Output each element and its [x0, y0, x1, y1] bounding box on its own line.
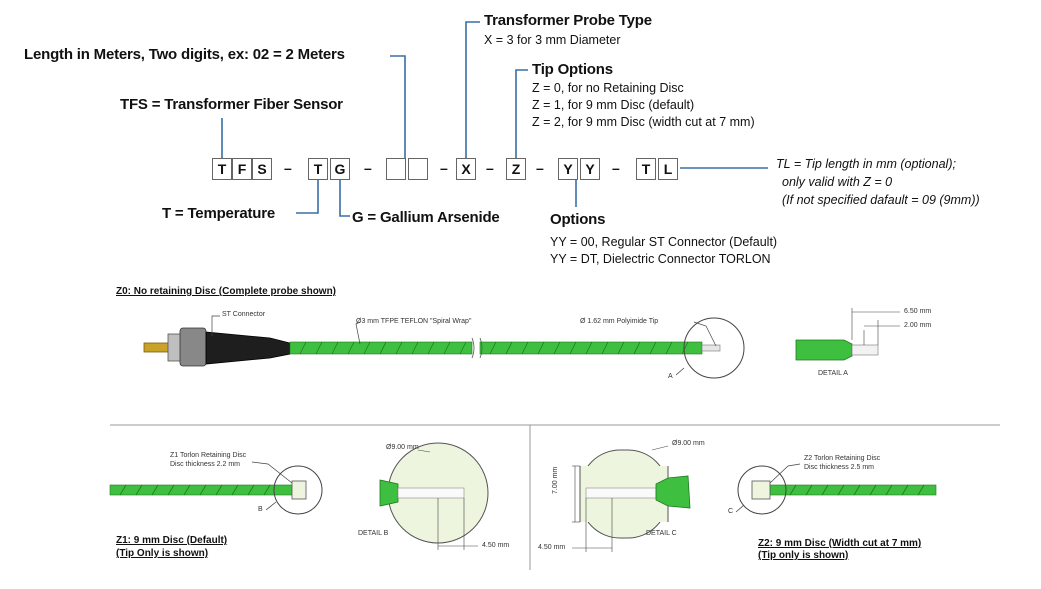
detail-b-label: DETAIL B [358, 530, 389, 537]
detail-a-label: DETAIL A [818, 370, 848, 377]
leader-tip-options [515, 69, 528, 158]
code-box-0: T [212, 158, 232, 180]
dim-450-b: 4.50 mm [482, 542, 510, 549]
z2-note-2: Disc thickness 2.5 mm [804, 464, 875, 471]
z2-tip-drawing [735, 463, 937, 515]
dim-650: 6.50 mm [904, 308, 932, 315]
code-sep-5: – [612, 160, 620, 176]
z0-section-title: Z0: No retaining Disc (Complete probe sh… [116, 286, 337, 297]
code-box-6 [408, 158, 428, 180]
tl-line-0: TL = Tip length in mm (optional); [776, 157, 956, 171]
tl-line-1: only valid with Z = 0 [782, 175, 893, 189]
code-box-5 [386, 158, 406, 180]
leader-length [390, 55, 406, 158]
detail-a-drawing [795, 308, 900, 361]
polyimide-tip [701, 344, 721, 352]
tip-options-title: Tip Options [532, 61, 613, 78]
z2-note-1: Z2 Torlon Retaining Disc [804, 455, 881, 462]
marker-c: C [728, 508, 734, 515]
code-box-4: G [330, 158, 350, 180]
leader-lines [221, 21, 768, 217]
temperature-label: T = Temperature [162, 205, 276, 222]
polyimide-tip-label: Ø 1.62 mm Polyimide Tip [580, 318, 659, 325]
gallium-label: G = Gallium Arsenide [352, 209, 500, 226]
code-sep-0: – [284, 160, 292, 176]
option-1: YY = DT, Dielectric Connector TORLON [550, 252, 771, 266]
st-connector-label: ST Connector [222, 311, 266, 318]
dia-900-b: Ø9.00 mm [386, 444, 419, 451]
probe-type-desc: X = 3 for 3 mm Diameter [484, 33, 621, 47]
dim-200: 2.00 mm [904, 322, 932, 329]
code-box-10: Y [580, 158, 600, 180]
code-box-3: T [308, 158, 328, 180]
z1-note-1: Z1 Torlon Retaining Disc [170, 452, 247, 459]
connector-boot [205, 331, 291, 365]
code-box-1: F [232, 158, 252, 180]
z2-title-2: (Tip only is shown) [758, 550, 849, 561]
tip-option-1: Z = 1, for 9 mm Disc (default) [532, 98, 695, 112]
probe-type-title: Transformer Probe Type [484, 12, 652, 29]
z1-title-1: Z1: 9 mm Disc (Default) [116, 535, 228, 546]
fiber-break-mark [471, 337, 483, 359]
tfs-label: TFS = Transformer Fiber Sensor [120, 96, 343, 113]
detail-c-drawing [572, 445, 691, 552]
option-0: YY = 00, Regular ST Connector (Default) [550, 235, 778, 249]
options-title: Options [550, 211, 606, 228]
tip-option-0: Z = 0, for no Retaining Disc [532, 81, 684, 95]
connector-brass-tip [143, 342, 171, 353]
leader-temperature [296, 180, 319, 214]
dim-450-c: 4.50 mm [538, 544, 566, 551]
detail-circle-a [683, 317, 745, 379]
marker-b: B [258, 506, 263, 513]
length-label: Length in Meters, Two digits, ex: 02 = 2… [24, 46, 345, 63]
code-box-7: X [456, 158, 476, 180]
z1-note-2: Disc thickness 2.2 mm [170, 461, 241, 468]
z1-title-2: (Tip Only is shown) [116, 548, 209, 559]
dim-700: 7.00 mm [552, 466, 559, 494]
z1-tip-drawing [109, 461, 323, 515]
code-box-12: L [658, 158, 678, 180]
code-box-2: S [252, 158, 272, 180]
tl-line-2: (If not specified dafault = 09 (9mm)) [782, 193, 980, 207]
code-box-8: Z [506, 158, 526, 180]
detail-b-drawing [379, 442, 489, 550]
code-box-9: Y [558, 158, 578, 180]
fiber-segment-1 [289, 341, 473, 355]
code-sep-1: – [364, 160, 372, 176]
section-dividers [110, 424, 1000, 570]
leader-gallium [339, 180, 350, 217]
tip-option-2: Z = 2, for 9 mm Disc (width cut at 7 mm) [532, 115, 755, 129]
connector-nut [179, 327, 207, 367]
code-box-11: T [636, 158, 656, 180]
leader-probe-type [465, 21, 480, 158]
code-sep-4: – [536, 160, 544, 176]
marker-a: A [668, 373, 673, 380]
spiral-stripes [299, 341, 689, 355]
z0-probe-drawing [143, 315, 745, 379]
code-sep-2: – [440, 160, 448, 176]
dia-900-c: Ø9.00 mm [672, 440, 705, 447]
spiral-wrap-label: Ø3 mm TFPE TEFLON "Spiral Wrap" [356, 318, 472, 325]
code-sep-3: – [486, 160, 494, 176]
detail-c-label: DETAIL C [646, 530, 677, 537]
z2-title-1: Z2: 9 mm Disc (Width cut at 7 mm) [758, 538, 922, 549]
